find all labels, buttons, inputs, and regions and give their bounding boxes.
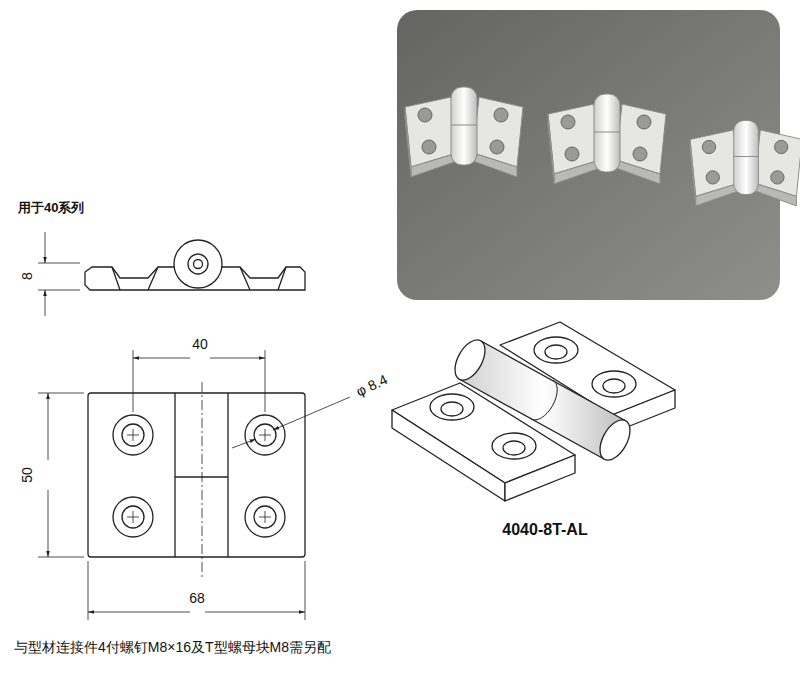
drawing-stroke xyxy=(531,380,557,420)
drawing-stroke xyxy=(45,290,46,316)
drawing-stroke xyxy=(133,511,134,523)
drawing-stroke xyxy=(88,393,305,557)
drawing-stroke xyxy=(210,358,265,359)
drawing-stroke xyxy=(148,267,158,290)
dimension-value: 50 xyxy=(20,465,35,485)
drawing-stroke xyxy=(265,350,266,412)
drawing-stroke xyxy=(113,497,153,537)
view-title: 用于40系列 xyxy=(16,201,86,215)
note-caption: 与型材连接件4付螺钉M8×16及T型螺母块M8需另配 xyxy=(14,640,331,655)
drawing-stroke xyxy=(278,267,286,290)
drawing-stroke xyxy=(441,402,463,416)
drawing-stroke xyxy=(174,393,175,557)
drawing-stroke xyxy=(38,290,80,291)
drawing-stroke xyxy=(127,429,271,523)
drawing-stroke xyxy=(202,382,203,578)
drawing-stroke xyxy=(45,232,46,263)
product-photo xyxy=(397,10,800,300)
drawing-stroke xyxy=(48,393,49,460)
drawing-stroke xyxy=(227,393,228,557)
drawing-stroke xyxy=(38,263,80,264)
dimension-value: 68 xyxy=(187,591,207,606)
drawing-stroke xyxy=(38,557,84,558)
drawing-stroke xyxy=(175,476,228,477)
drawing-stroke xyxy=(88,612,190,613)
drawing-stroke xyxy=(113,415,285,537)
drawing-stroke xyxy=(503,441,525,455)
drawing-stroke xyxy=(594,415,636,465)
drawing-stroke xyxy=(254,424,276,446)
drawing-stroke xyxy=(133,429,134,441)
drawing-stroke xyxy=(603,379,625,393)
drawing-stroke xyxy=(505,455,575,501)
drawing-stroke xyxy=(405,87,523,177)
drawing-stroke xyxy=(534,337,578,363)
dimension-value: 40 xyxy=(190,337,210,352)
drawing-stroke xyxy=(38,393,84,394)
drawing-stroke xyxy=(194,260,203,269)
drawing-stroke xyxy=(245,415,285,455)
drawing-stroke xyxy=(232,439,256,448)
drawing-stroke xyxy=(174,240,222,288)
drawing-stroke xyxy=(548,94,666,184)
drawing-stroke xyxy=(122,506,144,528)
side-view xyxy=(38,232,305,316)
drawing-stroke xyxy=(122,424,144,446)
drawing-stroke xyxy=(690,120,800,206)
drawing-stroke xyxy=(392,410,505,501)
front-view xyxy=(38,350,350,620)
drawing-stroke xyxy=(112,267,120,290)
drawing-stroke xyxy=(205,612,305,613)
drawing-stroke xyxy=(430,394,474,420)
dimension-value: 8 xyxy=(20,270,35,282)
drawing-stroke xyxy=(592,371,636,397)
drawing-stroke xyxy=(240,267,250,290)
drawing-stroke xyxy=(449,335,491,385)
drawing-stroke xyxy=(273,397,350,430)
isometric-view xyxy=(392,322,675,501)
drawing-stroke xyxy=(245,497,285,537)
part-number: 4040-8T-AL xyxy=(500,521,589,539)
drawing-stroke xyxy=(113,415,153,455)
drawing-stroke xyxy=(254,506,276,528)
drawing-stroke xyxy=(188,254,208,274)
drawing-stroke xyxy=(133,350,134,412)
drawing-stroke xyxy=(133,358,190,359)
drawing-stroke xyxy=(88,561,89,620)
drawing-stroke xyxy=(545,345,567,359)
drawing-stroke xyxy=(265,429,266,441)
drawing-stroke xyxy=(305,561,306,620)
drawing-stroke xyxy=(48,490,49,557)
drawing-stroke xyxy=(265,511,266,523)
dimension-value: φ 8.4 xyxy=(352,371,392,400)
drawing-stroke xyxy=(492,433,536,459)
